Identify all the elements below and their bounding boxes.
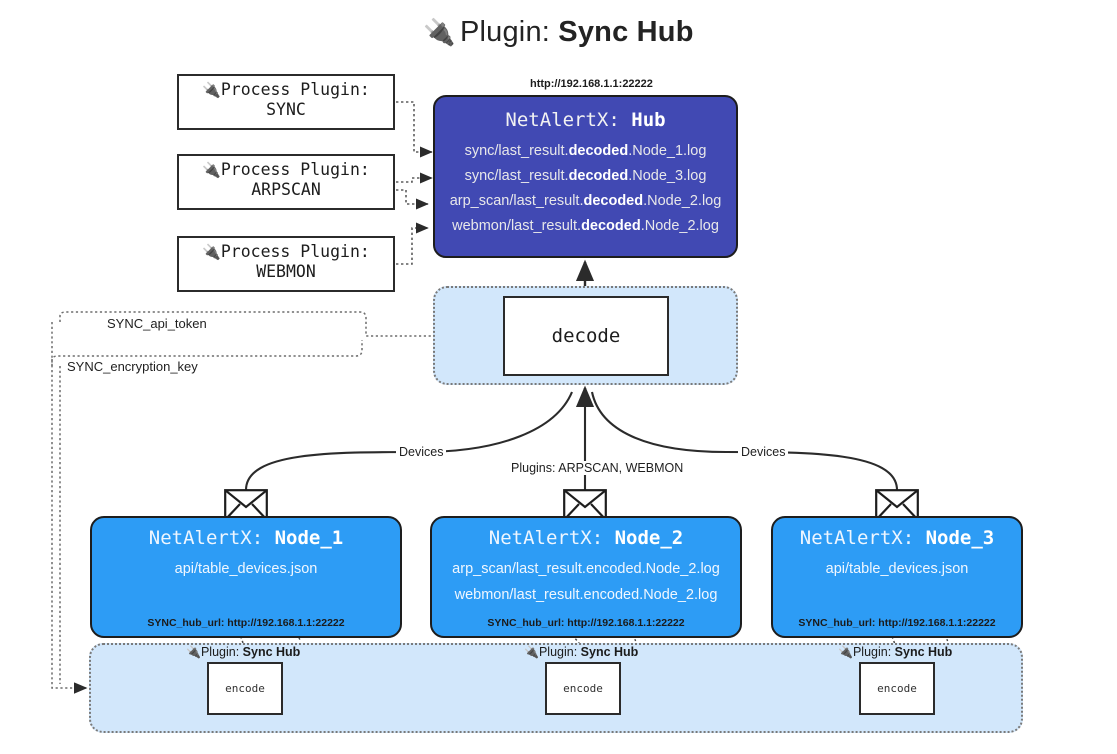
hub-log-pre: sync/last_result. [464, 143, 569, 159]
node-title-name: Node_2 [614, 527, 684, 549]
hub-title: NetAlertX: Hub [435, 109, 736, 131]
process-plugin-box-arpscan[interactable]: 🔌Process Plugin: ARPSCAN [177, 154, 395, 210]
encode-plugin-name: Sync Hub [894, 645, 953, 659]
node-line-list: api/table_devices.json [773, 557, 1021, 583]
edge-label-left-devices: Devices [396, 445, 447, 459]
hub-log-em: decoded [583, 192, 644, 209]
hub-log-post: .Node_2.log [643, 192, 722, 209]
hub-log-line: webmon/last_result.decoded.Node_2.log [441, 214, 730, 239]
node-title-name: Node_1 [274, 527, 344, 549]
node-line: arp_scan/last_result.encoded.Node_2.log [452, 561, 720, 577]
hub-node-box[interactable]: NetAlertX: Hub sync/last_result.decoded.… [433, 95, 738, 258]
node-title-prefix: NetAlertX: [799, 527, 926, 549]
hub-log-post: .Node_3.log [628, 167, 707, 184]
encode-plugin-prefix: Plugin: [200, 645, 243, 659]
encode-box-1[interactable]: encode [207, 662, 283, 715]
process-plugin-name: SYNC [266, 100, 306, 120]
plug-icon: 🔌 [202, 243, 221, 261]
wire-label-sync-encryption-key: SYNC_encryption_key [64, 359, 201, 374]
plug-icon: 🔌 [838, 645, 853, 659]
encode-box-3[interactable]: encode [859, 662, 935, 715]
node-box-node-2[interactable]: NetAlertX: Node_2 arp_scan/last_result.e… [430, 516, 742, 638]
page-title: 🔌Plugin: Sync Hub [0, 16, 1117, 49]
hub-title-name: Hub [631, 109, 666, 131]
plug-icon: 🔌 [202, 81, 221, 99]
plug-icon: 🔌 [423, 17, 456, 47]
node-title: NetAlertX: Node_3 [773, 527, 1021, 549]
hub-log-line: sync/last_result.decoded.Node_1.log [441, 139, 730, 164]
hub-log-em: decoded [568, 143, 629, 159]
encode-plugin-label-3: 🔌Plugin: Sync Hub [838, 645, 952, 659]
hub-log-em: decoded [581, 217, 641, 234]
node-footer-hub-url: SYNC_hub_url: http://192.168.1.1:22222 [147, 617, 345, 629]
process-plugin-label: Process Plugin: [220, 242, 370, 261]
plug-icon: 🔌 [202, 161, 221, 179]
hub-url-label: http://192.168.1.1:22222 [530, 78, 653, 90]
edge-label-right-devices: Devices [738, 445, 789, 459]
encode-plugin-name: Sync Hub [580, 645, 639, 659]
plug-icon: 🔌 [524, 645, 539, 659]
hub-log-line: sync/last_result.decoded.Node_3.log [441, 164, 730, 189]
encode-plugin-label-2: 🔌Plugin: Sync Hub [524, 645, 638, 659]
node-line: api/table_devices.json [825, 561, 969, 577]
process-plugin-name: ARPSCAN [251, 180, 321, 200]
node-line: webmon/last_result.encoded.Node_2.log [454, 586, 718, 603]
page-title-name: Sync Hub [558, 16, 694, 48]
hub-log-pre: webmon/last_result. [452, 217, 582, 234]
process-plugin-label: Process Plugin: [220, 80, 370, 99]
encode-plugin-name: Sync Hub [242, 645, 301, 659]
process-plugin-label: Process Plugin: [220, 160, 370, 179]
node-box-node-3[interactable]: NetAlertX: Node_3 api/table_devices.json… [771, 516, 1023, 638]
process-plugin-box-webmon[interactable]: 🔌Process Plugin: WEBMON [177, 236, 395, 292]
hub-log-line: arp_scan/last_result.decoded.Node_2.log [441, 189, 730, 214]
process-plugin-box-sync[interactable]: 🔌Process Plugin: SYNC [177, 74, 395, 130]
hub-log-pre: sync/last_result. [464, 167, 569, 184]
hub-log-em: decoded [568, 167, 629, 184]
node-box-node-1[interactable]: NetAlertX: Node_1 api/table_devices.json… [90, 516, 402, 638]
node-line-list: arp_scan/last_result.encoded.Node_2.log … [432, 557, 740, 609]
node-line-list: api/table_devices.json [92, 557, 400, 583]
encode-box-2[interactable]: encode [545, 662, 621, 715]
decode-box[interactable]: decode [503, 296, 669, 376]
edge-label-center-plugins: Plugins: ARPSCAN, WEBMON [508, 461, 687, 475]
encode-plugin-prefix: Plugin: [538, 645, 581, 659]
node-title-prefix: NetAlertX: [488, 527, 615, 549]
plug-icon: 🔌 [186, 645, 201, 659]
hub-title-prefix: NetAlertX: [505, 109, 632, 131]
node-title: NetAlertX: Node_1 [92, 527, 400, 549]
node-footer-hub-url: SYNC_hub_url: http://192.168.1.1:22222 [798, 617, 996, 629]
hub-log-post: .Node_2.log [640, 217, 719, 234]
node-footer-hub-url: SYNC_hub_url: http://192.168.1.1:22222 [487, 617, 685, 629]
hub-log-pre: arp_scan/last_result. [449, 192, 584, 209]
hub-log-post: .Node_1.log [628, 143, 707, 159]
hub-log-list: sync/last_result.decoded.Node_1.log sync… [435, 139, 736, 239]
page-title-prefix: Plugin: [459, 16, 559, 48]
encode-plugin-label-1: 🔌Plugin: Sync Hub [186, 645, 300, 659]
node-title: NetAlertX: Node_2 [432, 527, 740, 549]
encode-plugin-prefix: Plugin: [852, 645, 895, 659]
node-line: api/table_devices.json [174, 561, 318, 577]
node-title-prefix: NetAlertX: [148, 527, 275, 549]
node-title-name: Node_3 [925, 527, 995, 549]
wire-label-sync-api-token: SYNC_api_token [104, 316, 210, 331]
process-plugin-name: WEBMON [256, 262, 316, 282]
